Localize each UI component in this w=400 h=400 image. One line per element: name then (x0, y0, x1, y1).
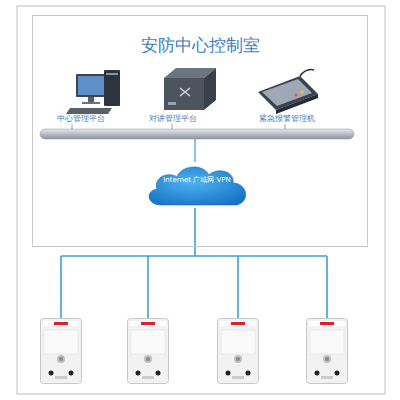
wan-wires (61, 208, 327, 318)
device-label-box: 对讲管理平台 (133, 114, 213, 126)
cloud-label: Internet 广域网 VPN (155, 175, 239, 185)
device-label: 紧急报警管理机 (243, 114, 331, 124)
intercom-terminal (218, 319, 259, 384)
device-label: 对讲管理平台 (133, 114, 213, 124)
drop-wire (72, 124, 73, 129)
uplink-wire (194, 139, 195, 162)
intercom-terminal (41, 319, 82, 384)
intercom-terminal (307, 319, 348, 384)
intercom-terminal (128, 319, 169, 384)
network-bus (40, 129, 354, 139)
device-label-box: 紧急报警管理机 (243, 114, 331, 126)
alarm-console-icon (258, 70, 318, 114)
room-title: 安防中心控制室 (33, 34, 367, 57)
computer-icon (66, 70, 120, 114)
device-label-box: 中心管理平台 (37, 114, 125, 126)
cloud-shape (141, 161, 253, 213)
device-label: 中心管理平台 (37, 114, 125, 124)
control-room-box: 安防中心控制室中心管理平台对讲管理平台 紧急报警管理机 Internet 广域网 V… (32, 15, 368, 247)
outer-frame (17, 6, 385, 394)
drop-wire (285, 124, 286, 129)
wan-cloud: Internet 广域网 VPN (141, 161, 253, 213)
intercom-server-icon (164, 68, 216, 110)
drop-wire (172, 124, 173, 129)
